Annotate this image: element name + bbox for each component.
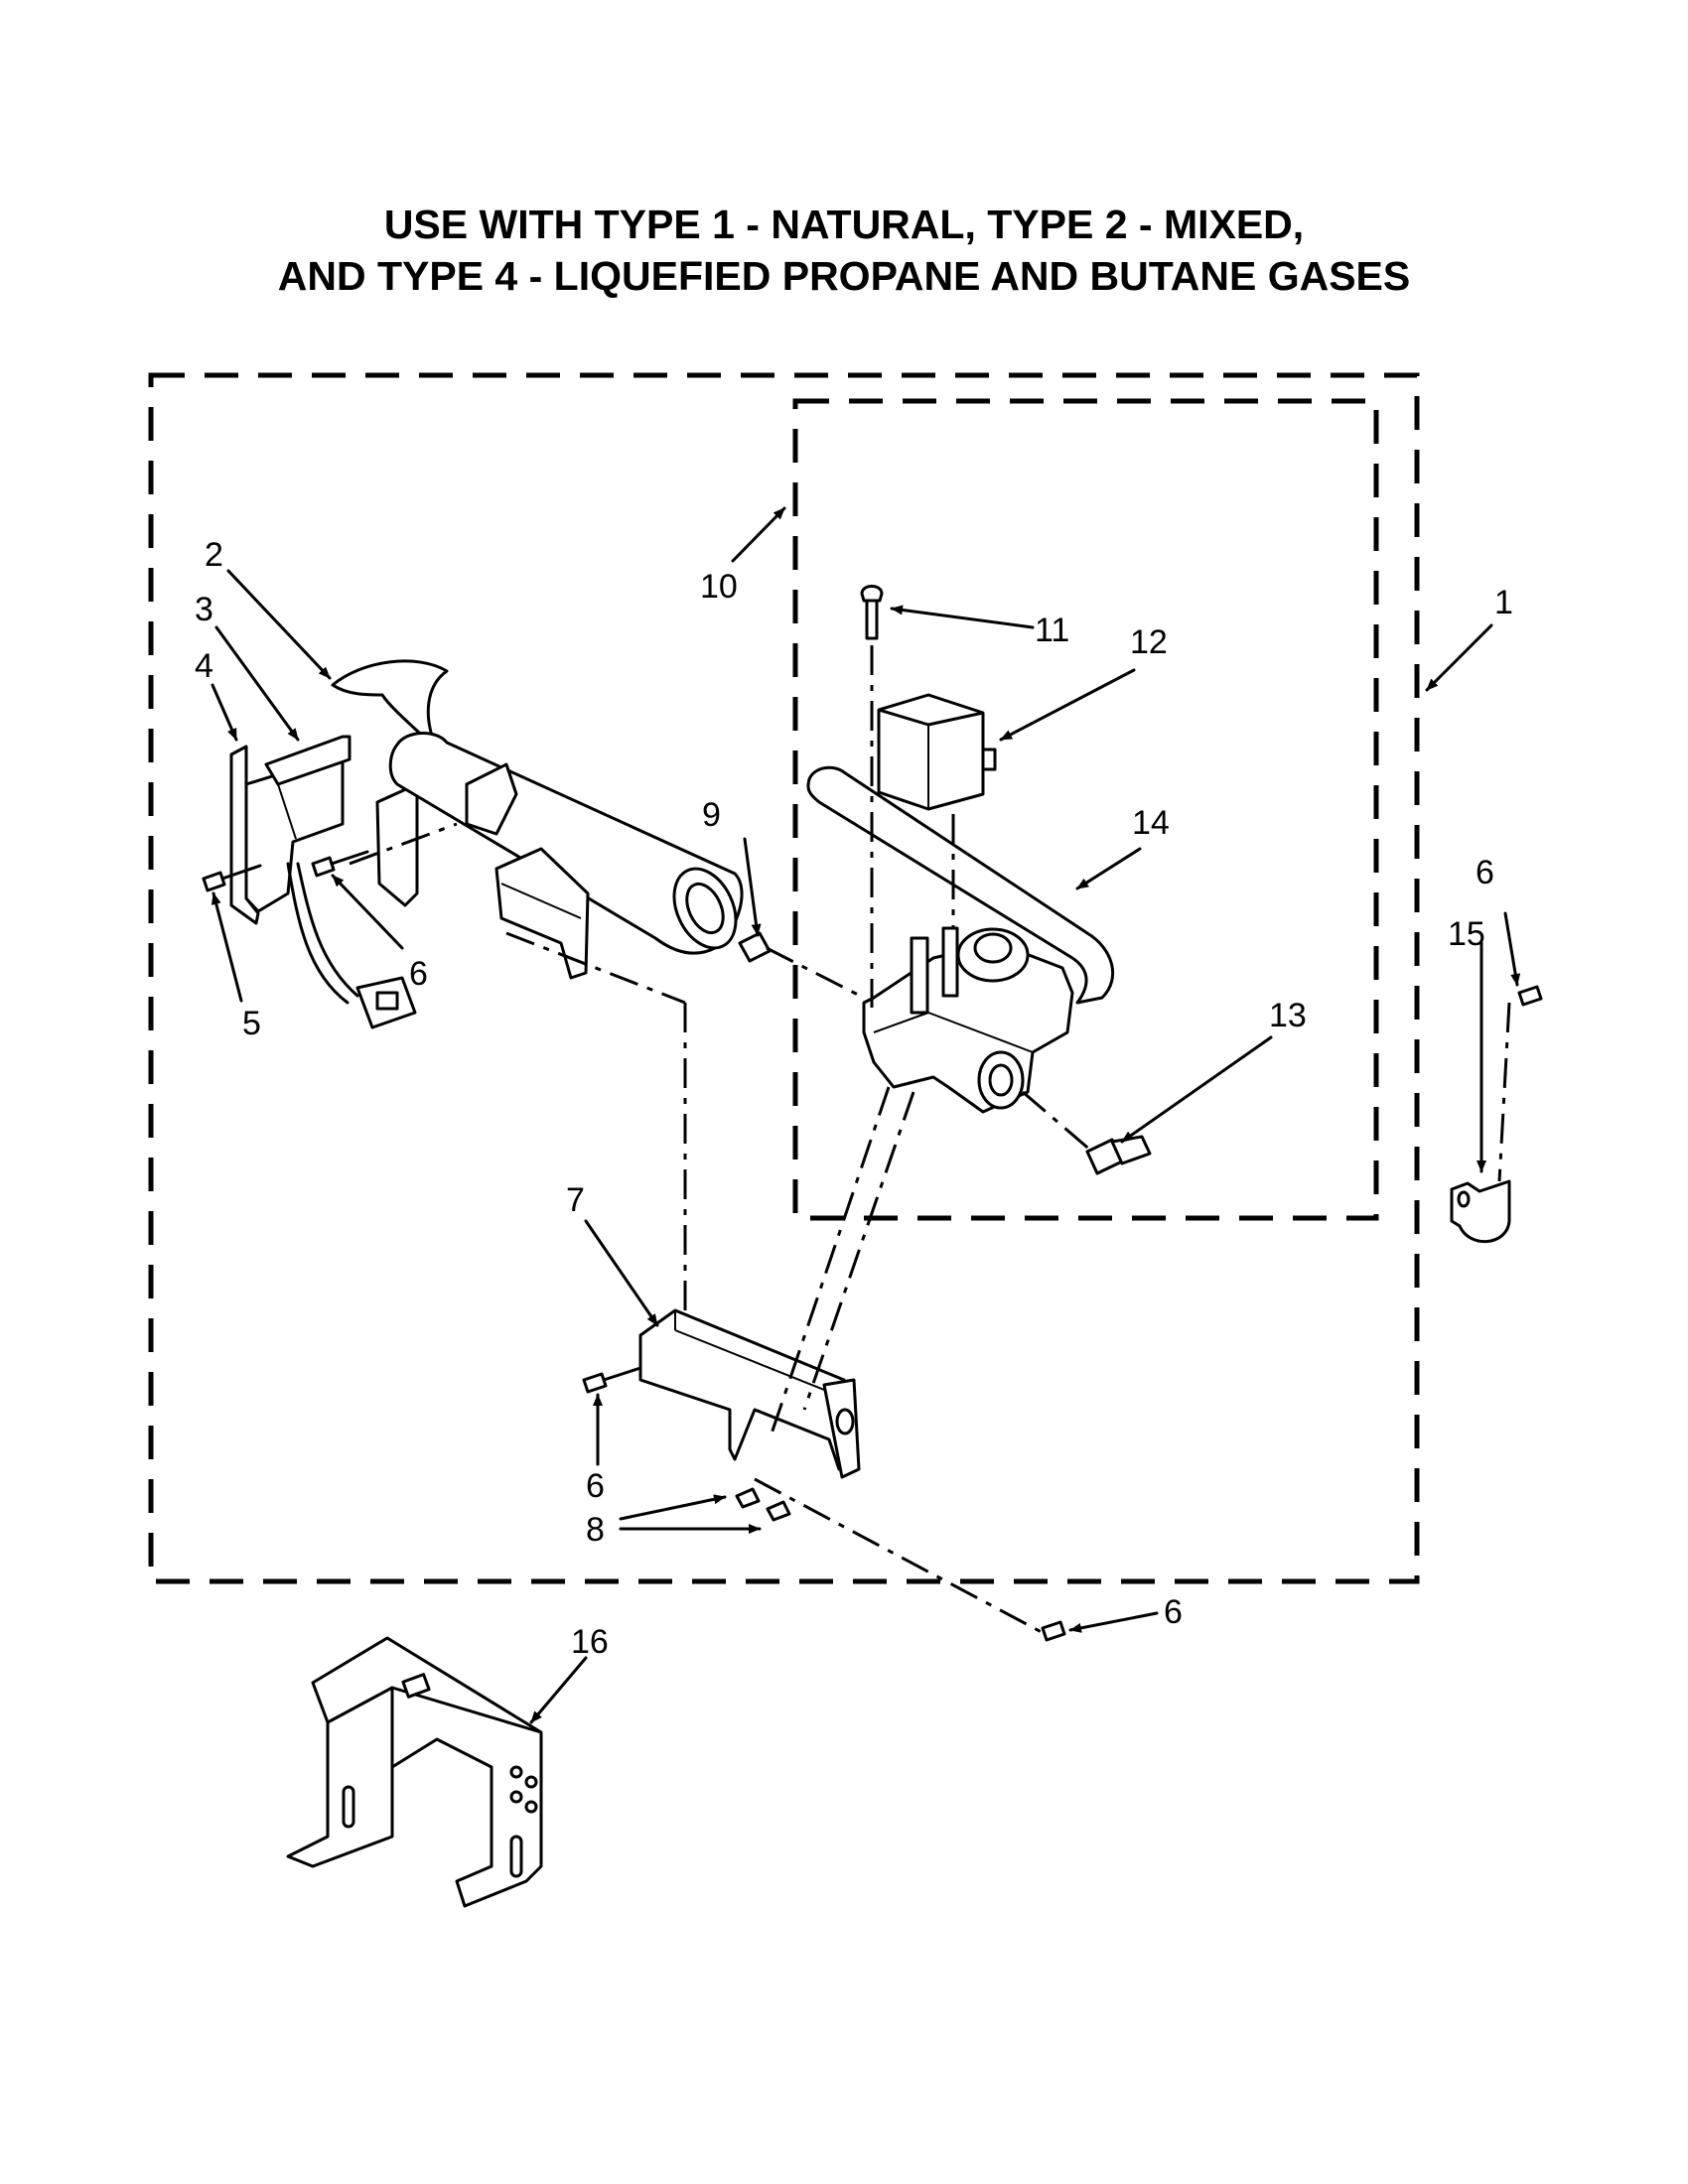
callout-labels: 2 3 4 5 6 9 10 11 12 14 13 1 6 15 7 6 8 … xyxy=(195,536,1513,1661)
callout-5: 5 xyxy=(242,1005,261,1042)
gas-valve-part xyxy=(862,926,1074,1114)
callout-16: 16 xyxy=(571,1623,609,1661)
diagram-title: USE WITH TYPE 1 - NATURAL, TYPE 2 - MIXE… xyxy=(0,199,1688,302)
callout-15: 15 xyxy=(1448,915,1485,953)
valve-bracket-line-a xyxy=(768,1086,891,1440)
orifice-part xyxy=(738,931,772,963)
solenoid-coil-part xyxy=(877,693,997,811)
callout-11: 11 xyxy=(1035,612,1069,649)
callout-6-bracket: 6 xyxy=(586,1467,605,1505)
valve-assembly-boundary xyxy=(792,398,1379,1221)
burner-cone-part xyxy=(331,659,744,980)
callout-12: 12 xyxy=(1130,623,1168,661)
bracket-line-a xyxy=(505,931,686,1005)
title-line-1: USE WITH TYPE 1 - NATURAL, TYPE 2 - MIXE… xyxy=(383,202,1305,247)
callout-6-left: 6 xyxy=(409,955,428,993)
callout-2: 2 xyxy=(205,536,223,574)
valve-bracket-line-b xyxy=(802,1091,915,1411)
screws-left xyxy=(202,850,369,892)
gas-tube-part xyxy=(806,765,1115,1005)
orifice-line xyxy=(766,946,865,1000)
callout-6-bottom: 6 xyxy=(1164,1593,1183,1631)
title-line-2: AND TYPE 4 - LIQUEFIED PROPANE AND BUTAN… xyxy=(277,253,1411,299)
callout-8: 8 xyxy=(586,1511,605,1549)
callout-7: 7 xyxy=(566,1181,585,1219)
fitting-line xyxy=(1022,1090,1093,1154)
callout-13: 13 xyxy=(1269,997,1307,1034)
burner-bracket-part xyxy=(638,1308,861,1479)
fitting-part xyxy=(1085,1135,1152,1175)
leader-arrows xyxy=(211,506,1521,1724)
clamp-screw-line xyxy=(1497,1002,1511,1182)
callout-14: 14 xyxy=(1132,804,1170,842)
callout-9: 9 xyxy=(702,796,721,834)
mounting-bracket-part xyxy=(286,1636,543,1908)
callout-6-right: 6 xyxy=(1476,854,1494,891)
igniter-wire-harness xyxy=(286,862,417,1029)
clamp-screw-part xyxy=(1517,985,1543,1007)
igniter-bracket-part xyxy=(229,735,419,925)
screw-6-line xyxy=(754,1477,1054,1640)
callout-10: 10 xyxy=(700,568,738,606)
clamp-part xyxy=(1450,1179,1511,1243)
callout-1: 1 xyxy=(1494,584,1513,621)
coil-screw-part xyxy=(860,585,884,640)
screws-bracket xyxy=(582,1366,791,1522)
screw-6-part xyxy=(1041,1620,1066,1642)
callout-3: 3 xyxy=(195,591,213,628)
igniter-mount-line xyxy=(349,822,458,866)
callout-4: 4 xyxy=(195,647,213,685)
